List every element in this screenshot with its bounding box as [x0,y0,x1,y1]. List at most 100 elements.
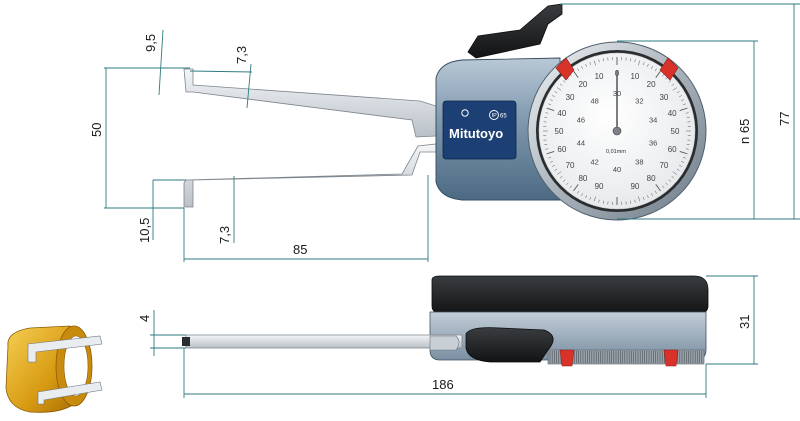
dial-tick [654,68,657,72]
dial-tick [654,190,657,194]
dial-tick [682,156,686,159]
dim-lower-tip-height: 10,5 [137,218,152,243]
dial-outer-number: 50 [671,127,680,136]
dial-tick [634,199,636,203]
dial-tick [598,59,600,63]
dial-tick [630,58,632,62]
dial-outer-number: 20 [578,80,587,89]
dial-tick [544,144,548,146]
dial-tick [552,95,555,98]
dial-tick [679,95,682,98]
side-jaw-rod [185,334,463,349]
dial-tick [655,70,661,78]
dial-tick [581,193,584,196]
dial-outer-number: 30 [566,93,575,102]
side-jaw-tip [182,337,190,346]
dial-tick [602,200,604,204]
ip-rating-value: 65 [500,114,507,120]
dial-tick [585,63,587,67]
dial-outer-scale: 9080706050403020100102030405060708090 [555,69,680,191]
dial-tick [593,60,596,66]
dial-tick [685,148,689,150]
dial-tick [672,171,678,175]
dial-inner-number: 46 [577,115,585,124]
dial-tick [546,107,555,112]
dial-tick [681,161,685,163]
dial-tick [642,196,645,200]
brand-logo-text: Mitutoyo [449,126,503,141]
front-view: IP 65 Mitutoyo 9080706050403020100102030… [183,3,707,221]
dial-tick [556,171,562,175]
dial-tick [638,196,641,202]
dial-tick [686,116,690,118]
svg-text:IP: IP [492,113,498,119]
dial-tick [556,87,562,91]
dial-tick [546,150,555,155]
dim-measuring-height: 50 [89,123,104,137]
dimension-lines [104,3,800,398]
side-lever [465,327,554,363]
dial-tick [662,73,665,77]
needle-hub [612,126,622,136]
dial-outer-number: 90 [595,182,604,191]
dial-outer-number: 40 [668,109,677,118]
dial-tick [650,193,653,196]
dial-tick [679,164,682,167]
dial-outer-number: 60 [557,145,566,154]
dial-tick [577,190,580,194]
dial-tick [630,200,632,204]
dim-jaw-length: 85 [293,242,307,257]
dial-tick [662,185,665,189]
dial-tick [585,195,587,199]
dial-tick [589,196,592,200]
dial-tick [548,156,552,159]
dial-tick [671,176,675,179]
dial-outer-number: 50 [555,127,564,136]
dial-tick [544,116,548,118]
dial-outer-number: 10 [630,72,639,81]
dial-inner-number: 42 [590,158,598,167]
dial-tick [554,168,558,171]
dial-tick [549,99,553,101]
side-dial-cover [431,275,709,315]
dial-outer-number: 90 [630,182,639,191]
dial-tick [647,195,649,199]
dial-tick [545,112,549,114]
dial-tick [676,91,680,94]
dial-outer-number: 80 [647,174,656,183]
dim-body-thickness: 31 [737,315,752,329]
dial-inner-number: 48 [590,96,598,105]
dim-overall-length: 186 [432,377,454,392]
dial-tick [638,60,641,66]
dial-tick [562,80,566,83]
dial-inner-number: 32 [635,96,643,105]
dial-tick [581,66,584,69]
dim-dial-diameter: n 65 [737,119,752,144]
dial-tick [676,168,680,171]
dial-tick [573,184,579,192]
dial-tick [602,58,604,62]
dial-inner-number: 40 [613,165,621,174]
dial-tick [548,103,552,106]
dial-tick [668,179,672,182]
resolution-label: 0,01mm [606,149,626,155]
side-red-marker-left [559,349,575,367]
dim-tip-thickness: 4 [137,315,152,322]
tolerance-marker-left [555,57,575,81]
dial-tick [593,196,596,202]
brand-label-panel [442,100,517,160]
dial-outer-number: 40 [557,109,566,118]
ip-rating-badge: IP 65 [489,110,507,120]
dial-outer-number: 70 [659,161,668,170]
dim-tip-height: 9,5 [143,34,158,52]
dim-overall-height: 77 [777,112,792,126]
dial-tick [569,185,572,189]
dial-outer-number: 60 [668,145,677,154]
lower-jaw [183,143,437,208]
dial-tick [682,103,686,106]
dial-tick [647,63,649,67]
dial-tick [685,112,689,114]
dial-tick [642,62,645,66]
dial-inner-number: 44 [577,139,585,148]
